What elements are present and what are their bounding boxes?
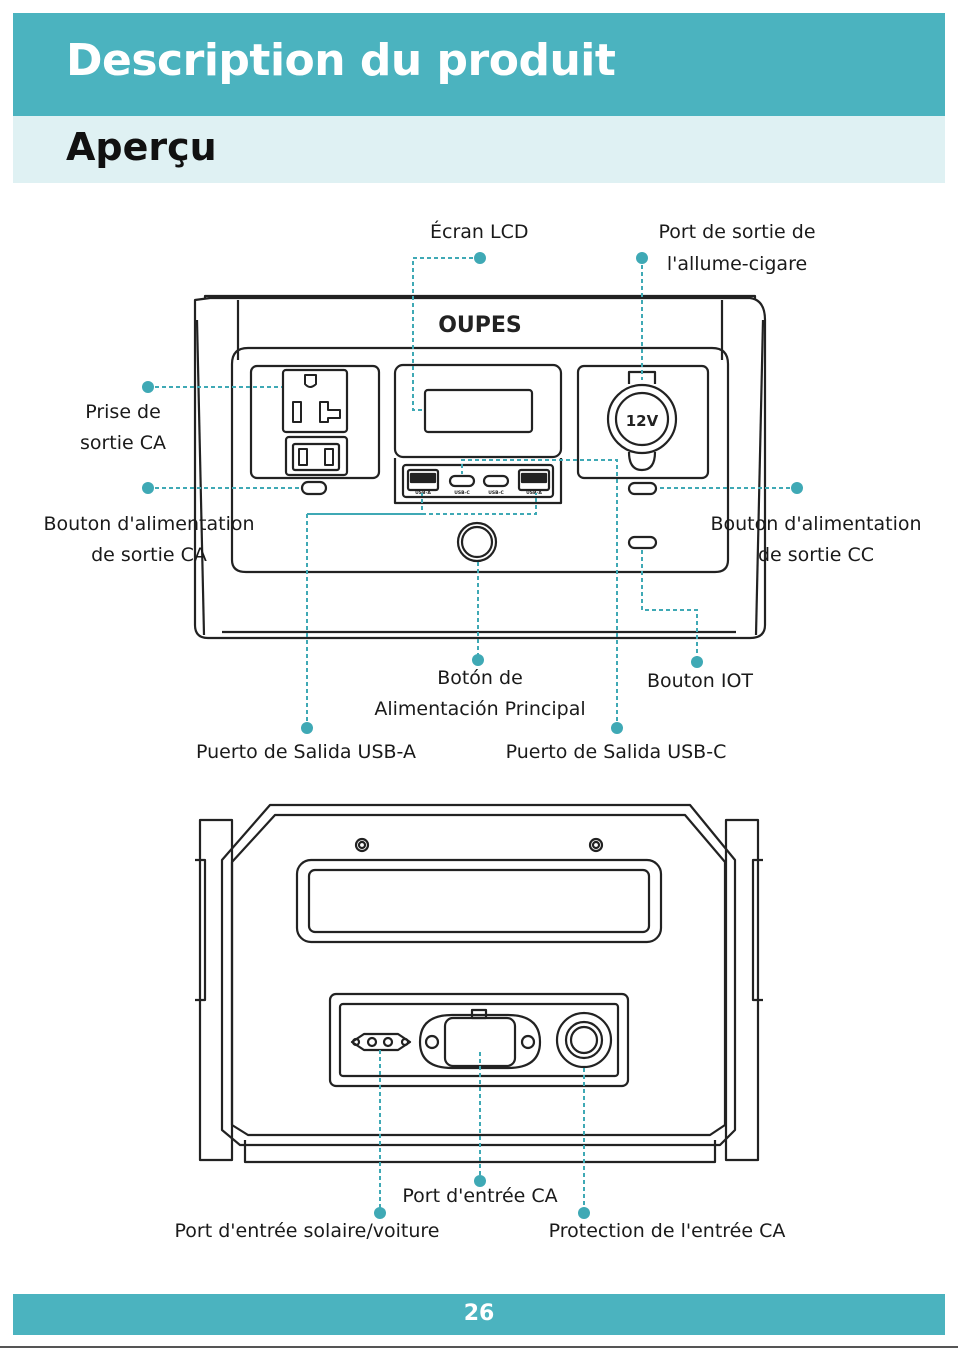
ac-outlet-label-2: sortie CA (79, 432, 167, 454)
back-callout-dots (374, 1175, 590, 1219)
ac-button-label-2: de sortie CA (91, 544, 207, 566)
dc-button-label-2: de sortie CC (757, 544, 875, 566)
page-baseline (0, 1346, 958, 1348)
lcd-label: Écran LCD (430, 221, 529, 243)
ac-protection-label: Protection de l'entrée CA (548, 1220, 786, 1242)
usb-c-label-left: USB-C (454, 490, 470, 496)
main-power-label-1: Botón de (437, 667, 523, 689)
car-port-label-2: l'allume-cigare (666, 253, 808, 275)
ac-button-label-1: Bouton d'alimentation (43, 513, 255, 535)
title-bar: Description du produit (13, 13, 945, 116)
solar-input-label: Port d'entrée solaire/voiture (174, 1220, 440, 1242)
iot-button-label: Bouton IOT (646, 670, 754, 692)
usb-c-port-label: Puerto de Salida USB-C (505, 741, 727, 763)
main-power-label-2: Alimentación Principal (374, 698, 586, 720)
usb-c-label-right: USB-C (488, 490, 504, 496)
back-callout-lines (379, 1050, 585, 1213)
car-socket-voltage: 12V (626, 412, 659, 430)
front-callout-lines (148, 257, 797, 728)
usb-a-label-right: USB-A (526, 490, 542, 496)
front-callout-dots (142, 252, 803, 734)
footer-bar: 26 (13, 1294, 945, 1335)
usb-a-label-left: USB-A (415, 490, 431, 496)
car-port-label-1: Port de sortie de (658, 221, 816, 243)
section-title: Aperçu (66, 125, 217, 169)
back-view-illustration (195, 803, 763, 1164)
brand-logo: OUPES (438, 313, 522, 338)
page-title: Description du produit (66, 35, 616, 86)
ac-outlet-label-1: Prise de (85, 401, 161, 423)
ac-input-label: Port d'entrée CA (402, 1185, 558, 1207)
section-bar: Aperçu (13, 116, 945, 183)
dc-button-label-1: Bouton d'alimentation (710, 513, 922, 535)
page-number: 26 (463, 1301, 495, 1326)
usb-a-port-label: Puerto de Salida USB-A (195, 741, 416, 763)
